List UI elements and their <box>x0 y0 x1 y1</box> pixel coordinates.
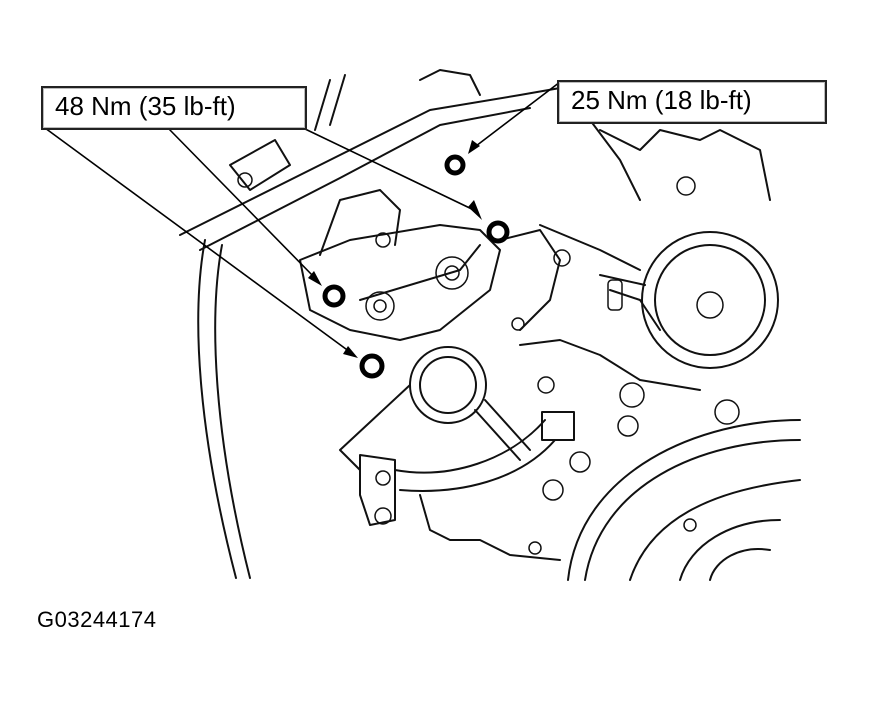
crankshaft-pulley <box>567 419 801 581</box>
bolt-48nm-upper <box>486 220 510 244</box>
leader-line-25nm <box>468 81 561 154</box>
bolt-25nm <box>444 154 466 176</box>
torque-callout-48nm: 48 Nm (35 lb-ft) <box>41 86 307 130</box>
torque-callout-label: 48 Nm (35 lb-ft) <box>55 91 236 121</box>
torque-callout-25nm: 25 Nm (18 lb-ft) <box>557 80 827 124</box>
torque-callout-label: 25 Nm (18 lb-ft) <box>571 85 752 115</box>
lower-bracket <box>359 339 740 561</box>
leader-lines-48nm <box>44 127 482 358</box>
bolt-48nm-middle <box>322 284 346 308</box>
figure-id: G03244174 <box>37 607 157 632</box>
coolant-hose <box>197 239 251 579</box>
engine-bracket <box>299 189 641 341</box>
idler-pulley <box>339 346 531 471</box>
bolt-48nm-lower <box>359 353 385 379</box>
upper-manifold <box>179 69 771 251</box>
water-pump-pulley <box>599 231 779 369</box>
torque-bolts <box>322 154 510 379</box>
